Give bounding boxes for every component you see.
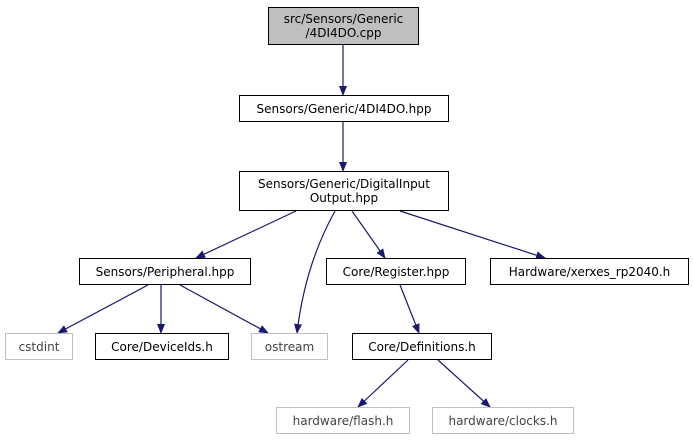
node-label: hardware/flash.h	[292, 413, 394, 428]
node-label-line1: src/Sensors/Generic	[283, 12, 404, 26]
node-label-line2: /4DI4DO.cpp	[305, 26, 382, 40]
node-label: Sensors/Peripheral.hpp	[95, 264, 235, 279]
edge-digital-io-to-register	[351, 210, 386, 259]
node-cstdint[interactable]: cstdint	[5, 333, 73, 360]
node-digital-input-output-hpp[interactable]: Sensors/Generic/DigitalInput Output.hpp	[239, 171, 449, 211]
node-label-line2: Output.hpp	[309, 191, 379, 205]
edge-definitions-to-flash	[357, 359, 409, 408]
edge-peripheral-to-ostream	[179, 284, 269, 334]
node-4di4do-hpp[interactable]: Sensors/Generic/4DI4DO.hpp	[239, 95, 449, 122]
edge-digital-io-to-xerxes	[399, 210, 546, 260]
node-hardware-clocks-h[interactable]: hardware/clocks.h	[432, 407, 574, 434]
node-label: Hardware/xerxes_rp2040.h	[508, 264, 671, 279]
node-label: ostream	[264, 339, 315, 354]
node-xerxes-rp2040-h[interactable]: Hardware/xerxes_rp2040.h	[490, 258, 689, 285]
node-peripheral-hpp[interactable]: Sensors/Peripheral.hpp	[79, 258, 251, 285]
edge-register-to-definitions	[399, 284, 420, 334]
node-register-hpp[interactable]: Core/Register.hpp	[326, 258, 466, 285]
node-device-ids-h[interactable]: Core/DeviceIds.h	[95, 333, 229, 360]
node-ostream[interactable]: ostream	[251, 333, 328, 360]
node-root-4di4do-cpp[interactable]: src/Sensors/Generic /4DI4DO.cpp	[268, 7, 419, 45]
edge-digital-io-to-ostream	[294, 210, 336, 334]
node-label-line1: Sensors/Generic/DigitalInput	[258, 177, 430, 191]
node-definitions-h[interactable]: Core/Definitions.h	[352, 333, 492, 360]
edge-digital-io-to-peripheral	[195, 210, 297, 259]
node-label: hardware/clocks.h	[448, 413, 558, 428]
node-label: Core/DeviceIds.h	[111, 339, 213, 354]
edge-definitions-to-clocks	[437, 359, 491, 408]
node-label: Core/Register.hpp	[342, 264, 450, 279]
node-hardware-flash-h[interactable]: hardware/flash.h	[276, 407, 410, 434]
edge-peripheral-to-cstdint	[57, 284, 149, 334]
node-label: Core/Definitions.h	[368, 339, 476, 354]
node-label: Sensors/Generic/4DI4DO.hpp	[256, 101, 432, 116]
node-label: cstdint	[18, 339, 60, 354]
